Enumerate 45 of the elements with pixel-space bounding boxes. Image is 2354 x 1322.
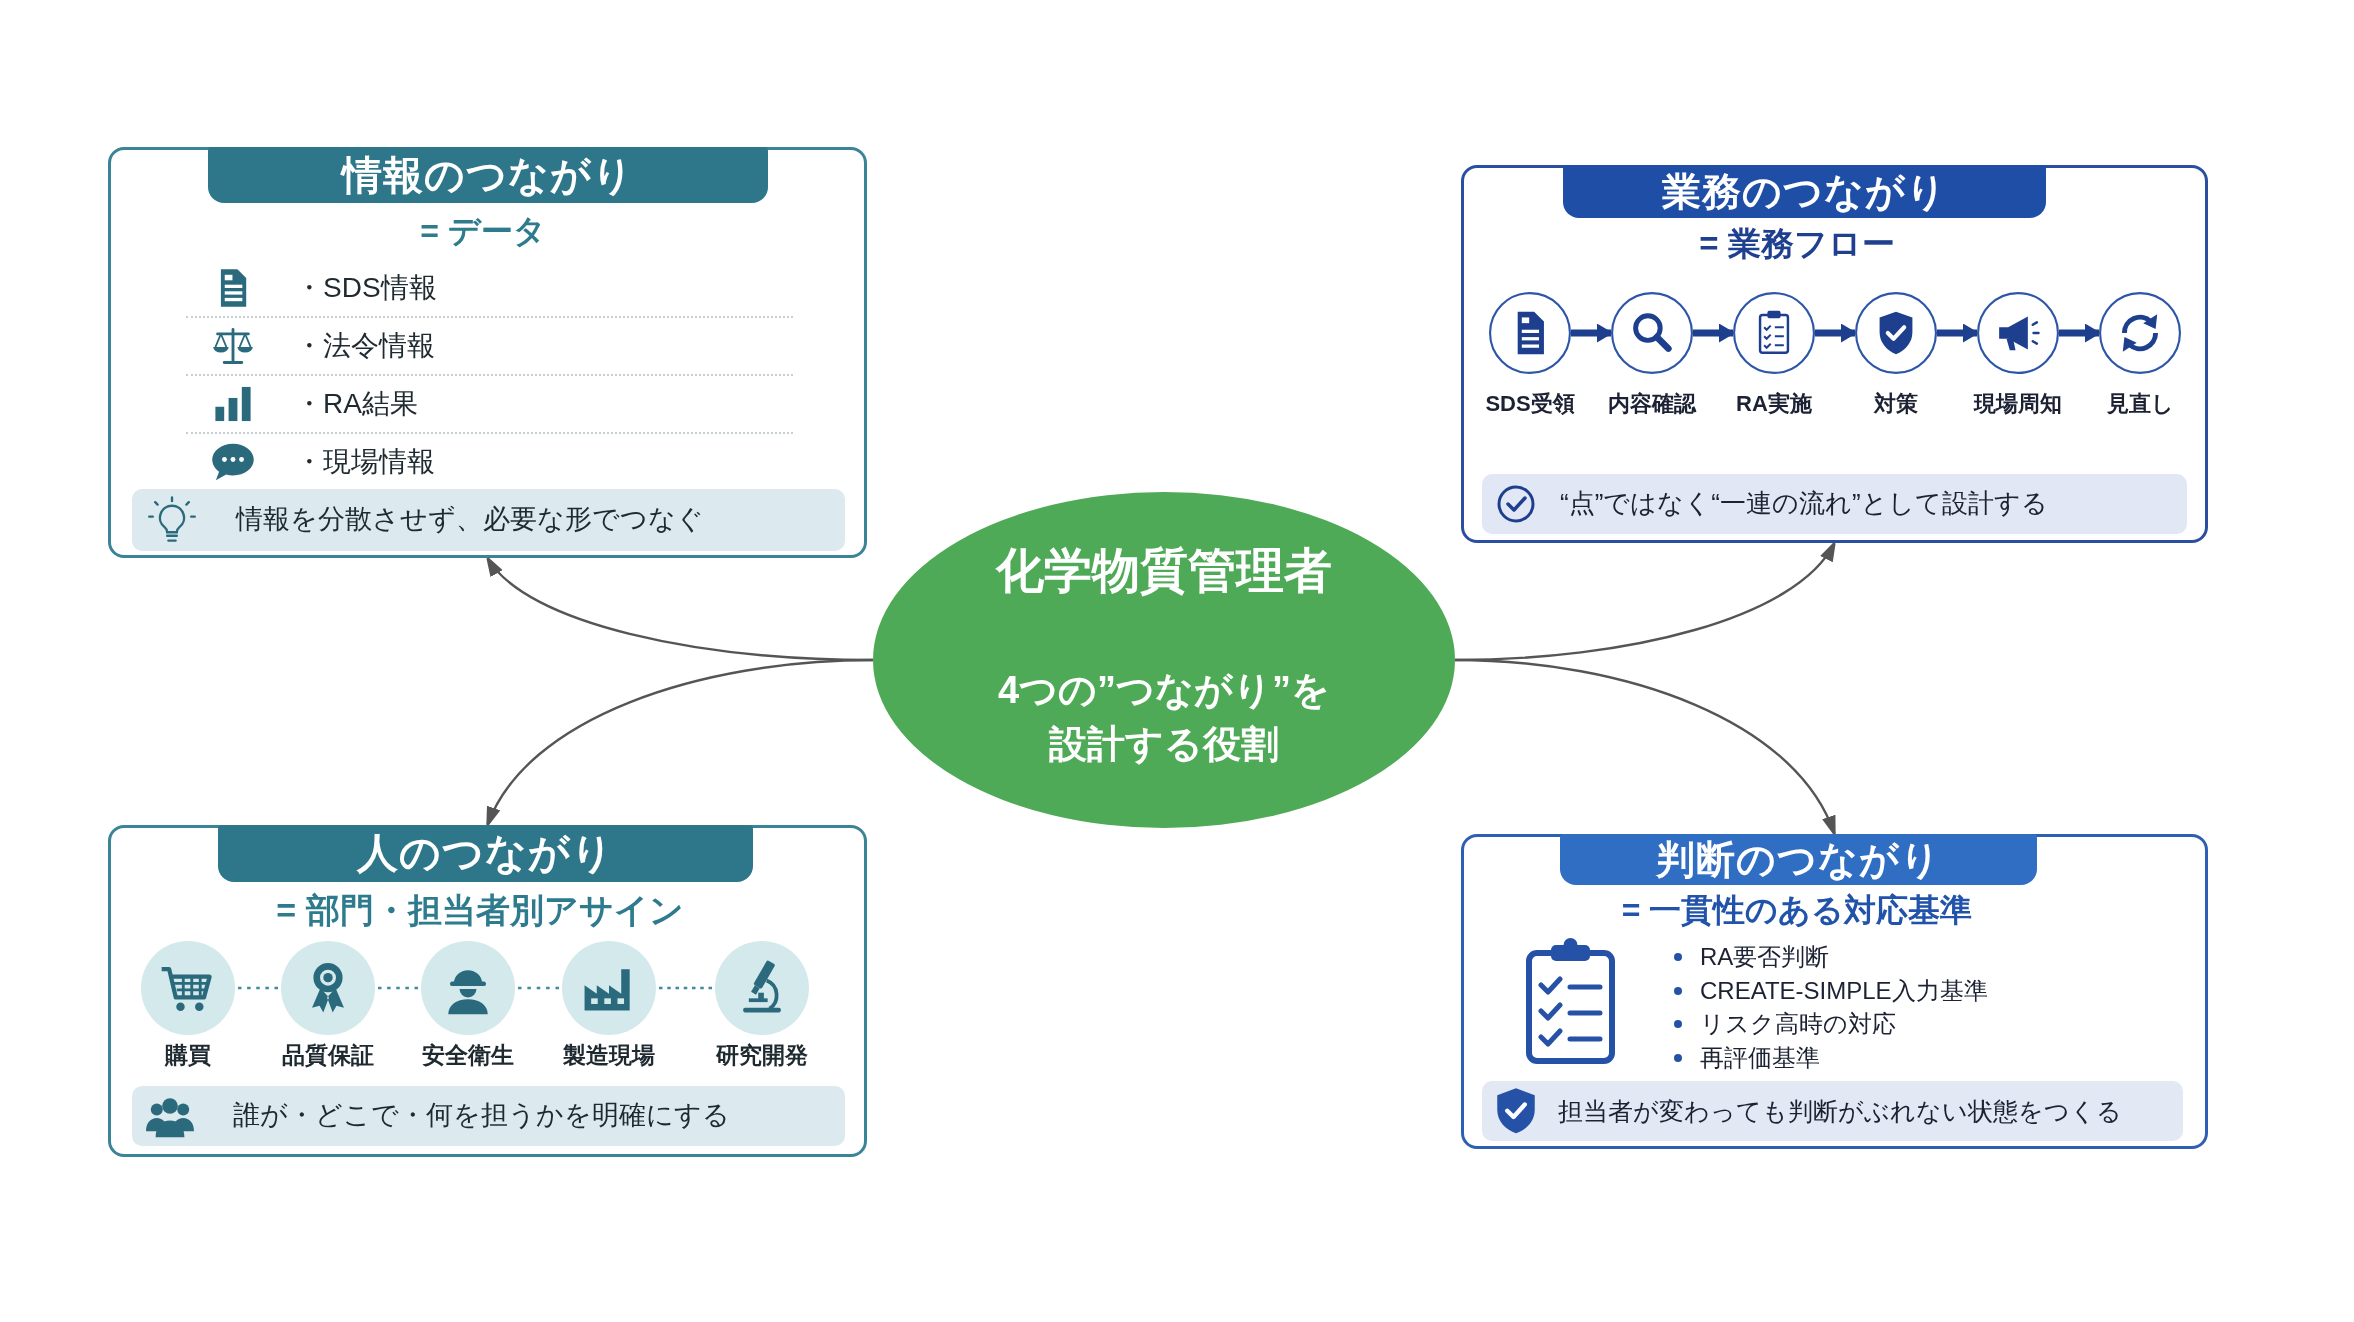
panel-card — [108, 147, 867, 558]
subtitle: = 業務フロー — [1699, 223, 1895, 264]
subtitle: = データ — [420, 212, 546, 252]
body-text: 4つの”つながり”を設計する役割 — [996, 668, 1332, 767]
icon-label: 研究開発 — [716, 1041, 808, 1070]
subtitle: = 一貫性のある対応基準 — [1621, 891, 1973, 931]
note-band — [132, 1086, 845, 1146]
icon-label: 対策 — [1874, 390, 1918, 418]
icon-label: 購買 — [165, 1041, 211, 1070]
list-item: 再評価基準 — [1700, 1042, 1820, 1073]
note-band — [1482, 474, 2187, 534]
icon-label: SDS受領 — [1485, 390, 1575, 418]
panel-card — [1461, 165, 2208, 543]
dotted-line — [656, 986, 715, 990]
note-band — [132, 489, 845, 551]
note-text: 情報を分散させず、必要な形でつなぐ — [236, 503, 704, 537]
list-item: ・RA結果 — [295, 386, 418, 421]
note-band — [1482, 1081, 2183, 1141]
dotted-line — [515, 986, 562, 990]
icon-label: 現場周知 — [1974, 390, 2062, 418]
panel-card — [108, 825, 867, 1157]
heading-text: 化学物質管理者 — [996, 542, 1332, 599]
list-item: RA要否判断 — [1700, 942, 1830, 972]
list-item: ・現場情報 — [295, 444, 435, 479]
note-text: 誰が・どこで・何を担うかを明確にする — [233, 1099, 730, 1133]
icon-label: 見直し — [2106, 390, 2174, 418]
list-item: ・SDS情報 — [295, 270, 437, 305]
icon-label: RA実施 — [1736, 390, 1812, 418]
list-item: ・法令情報 — [295, 328, 435, 363]
icon-label: 内容確認 — [1608, 390, 1696, 418]
header-tab: 業務のつながり — [1563, 165, 2046, 218]
icon-label: 製造現場 — [563, 1041, 655, 1070]
icon-label: 安全衛生 — [422, 1041, 514, 1070]
note-text: “点”ではなく“一連の流れ”として設計する — [1560, 487, 2048, 521]
header-tab: 判断のつながり — [1560, 834, 2037, 885]
icon-label: 品質保証 — [282, 1041, 374, 1070]
list-item: CREATE-SIMPLE入力基準 — [1700, 975, 1988, 1006]
list-item: リスク高時の対応 — [1700, 1009, 1896, 1039]
header-tab: 情報のつながり — [208, 147, 768, 203]
panel-card — [1461, 834, 2208, 1149]
note-text: 担当者が変わっても判断がぶれない状態をつくる — [1558, 1095, 2122, 1127]
dotted-line — [235, 986, 281, 990]
dotted-line — [375, 986, 421, 990]
subtitle: = 部門・担当者別アサイン — [276, 889, 684, 931]
header-tab: 人のつながり — [218, 825, 753, 882]
